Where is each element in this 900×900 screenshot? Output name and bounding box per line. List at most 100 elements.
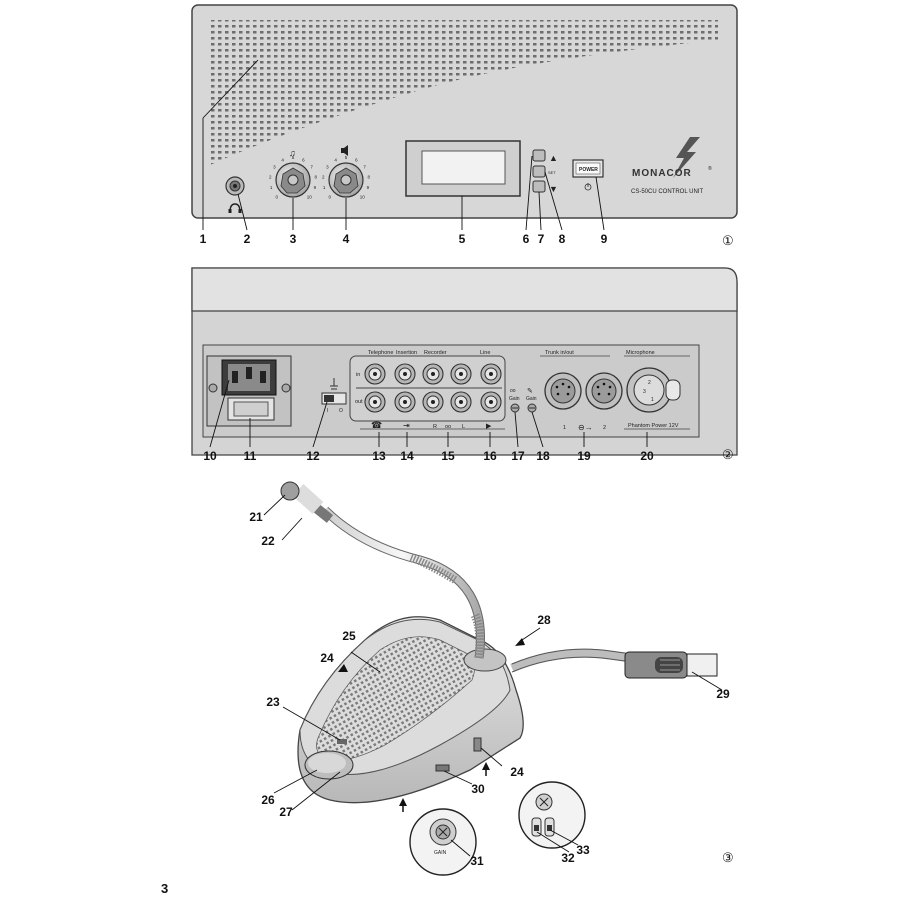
- leaders-fig2: [209, 379, 648, 448]
- power-button[interactable]: POWER: [572, 159, 604, 178]
- callout-20: 20: [640, 449, 654, 463]
- dial-number: 4: [281, 158, 284, 163]
- phantom-label: Phantom Power 12V: [628, 423, 679, 429]
- callout-24: 24: [510, 765, 524, 779]
- brand-name: MONACOR: [632, 168, 692, 179]
- gain-label-2: Gain: [526, 396, 537, 402]
- figure-number-2: ②: [722, 447, 734, 462]
- model-name: CS-50CU CONTROL UNIT: [631, 189, 703, 195]
- trunk-socket-2[interactable]: [585, 372, 623, 410]
- dial-number: 8: [314, 174, 317, 179]
- callout-1: 1: [200, 232, 207, 246]
- dial-number: 6: [355, 158, 358, 163]
- trunk-socket-1[interactable]: [544, 372, 582, 410]
- dial-number: 7: [363, 165, 366, 170]
- callout-26: 26: [261, 793, 275, 807]
- headphone-volume-icon: ♫: [289, 148, 296, 158]
- rca-socket[interactable]: [480, 363, 502, 385]
- dial-number: 3: [326, 165, 329, 170]
- dial-number: 5: [292, 155, 295, 160]
- station-base: [297, 616, 524, 804]
- callout-23: 23: [266, 695, 280, 709]
- callout-13: 13: [372, 449, 386, 463]
- set-label: SET: [548, 170, 556, 175]
- rca-socket[interactable]: [364, 391, 386, 413]
- switch-label-o: O: [339, 408, 343, 414]
- callout-2: 2: [244, 232, 251, 246]
- callout-10: 10: [203, 449, 217, 463]
- pointer-arrows: [338, 638, 525, 812]
- switch-label-i: I: [327, 408, 328, 414]
- power-label: POWER: [579, 167, 598, 173]
- callout-25: 25: [342, 629, 356, 643]
- volume-knob-speaker[interactable]: [328, 162, 364, 198]
- lcd-display: [405, 140, 521, 197]
- rca-socket[interactable]: [394, 391, 416, 413]
- line-output-icon: ▶: [486, 423, 492, 430]
- callout-15: 15: [441, 449, 455, 463]
- rca-socket[interactable]: [450, 391, 472, 413]
- microphone-xlr-socket[interactable]: 2 3 1: [626, 367, 681, 413]
- trunk-connector-icon: ⊖→: [578, 423, 593, 432]
- callout-16: 16: [483, 449, 497, 463]
- rca-socket[interactable]: [422, 363, 444, 385]
- callout-12: 12: [306, 449, 320, 463]
- trunk-number-1: 1: [563, 425, 566, 431]
- rca-socket[interactable]: [394, 363, 416, 385]
- power-icon: [584, 183, 592, 191]
- rca-socket[interactable]: [480, 391, 502, 413]
- label-l: L: [462, 424, 465, 430]
- callout-28: 28: [537, 613, 551, 627]
- dial-number: 9: [367, 185, 370, 190]
- fuse-holder[interactable]: [227, 397, 275, 421]
- dial-number: 10: [307, 194, 313, 199]
- figure-number-3: ③: [722, 850, 734, 865]
- callout-30: 30: [471, 782, 485, 796]
- callout-32: 32: [561, 851, 575, 865]
- callout-7: 7: [538, 232, 545, 246]
- callout-5: 5: [459, 232, 466, 246]
- tape-icon-recorder: oo: [445, 424, 451, 430]
- dial-number: 3: [273, 165, 276, 170]
- volume-knob-headphone[interactable]: [275, 162, 311, 198]
- speaker-icon: [341, 145, 348, 156]
- dial-number: 1: [270, 185, 273, 190]
- set-button[interactable]: [532, 165, 546, 178]
- dial-number: 2: [322, 174, 325, 179]
- rca-socket[interactable]: [450, 363, 472, 385]
- rca-socket[interactable]: [422, 391, 444, 413]
- up-button[interactable]: [532, 149, 546, 162]
- label-line: Line: [480, 350, 490, 356]
- ground-lift-switch[interactable]: [321, 392, 347, 405]
- insertion-icon: ⇥: [403, 421, 410, 430]
- gain-trim-17[interactable]: [510, 403, 520, 413]
- callout-9: 9: [601, 232, 608, 246]
- dial-number: 6: [302, 158, 305, 163]
- side-switches[interactable]: [473, 737, 482, 752]
- rca-socket[interactable]: [364, 363, 386, 385]
- rear-panel: I O Telephone Insertion Recorder Line in…: [191, 267, 738, 456]
- gain-trim-18[interactable]: [527, 403, 537, 413]
- callout-4: 4: [343, 232, 350, 246]
- down-button[interactable]: [532, 180, 546, 193]
- label-microphone: Microphone: [626, 350, 655, 356]
- callout-21: 21: [249, 510, 263, 524]
- dial-number: 2: [269, 174, 272, 179]
- callout-33: 33: [576, 843, 590, 857]
- label-in: in: [356, 372, 360, 378]
- microphone-capsule: [280, 481, 334, 523]
- rca-sockets: [364, 363, 502, 413]
- gain-inset-label: GAIN: [434, 850, 447, 856]
- leaders-fig3: [263, 494, 723, 857]
- dial-number: 9: [314, 185, 317, 190]
- talk-key[interactable]: [304, 750, 354, 780]
- figure-number-1: ①: [722, 233, 734, 248]
- din-plug[interactable]: [624, 651, 718, 679]
- headphone-jack[interactable]: [225, 176, 245, 196]
- callout-22: 22: [261, 534, 275, 548]
- callout-18: 18: [536, 449, 550, 463]
- gain-inset: GAIN: [409, 808, 477, 876]
- arrow-up-icon: ▲: [549, 153, 558, 163]
